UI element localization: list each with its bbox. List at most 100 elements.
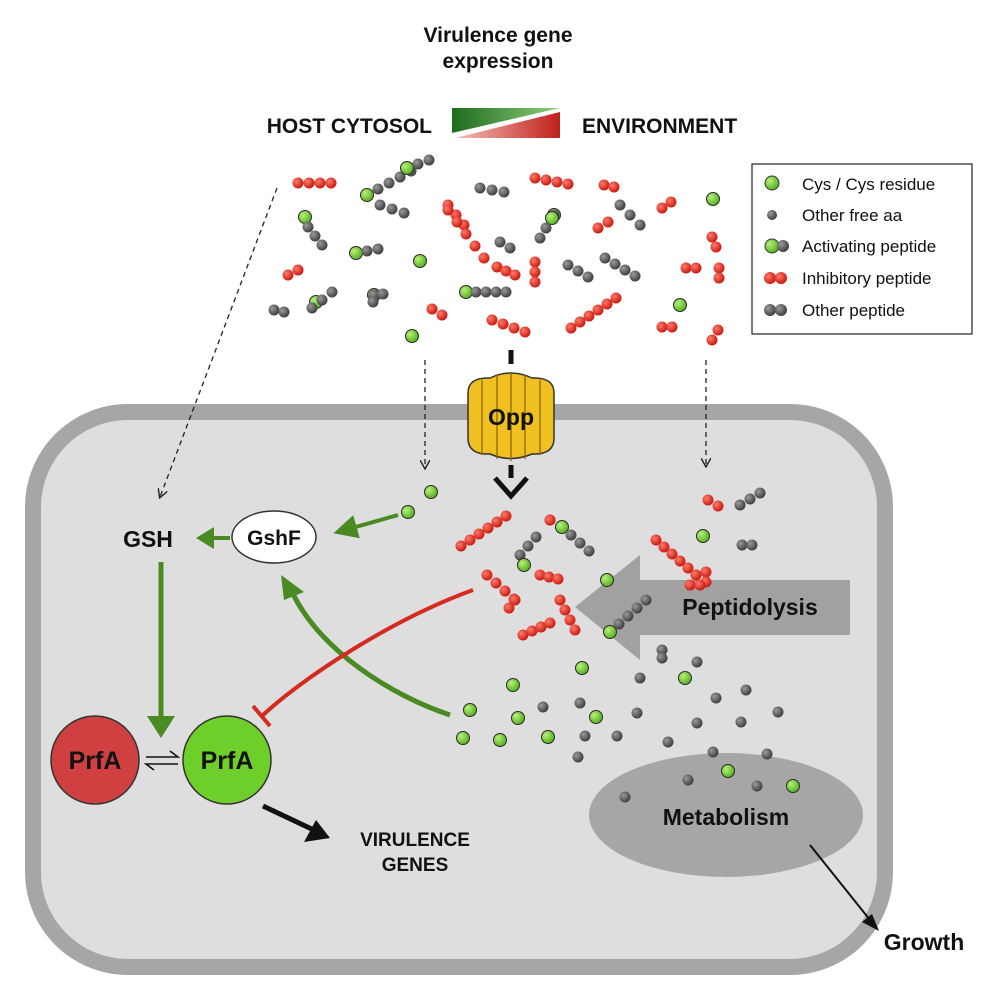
title-line1: Virulence gene: [423, 24, 572, 47]
inhibitory-residue: [565, 322, 577, 334]
inhibitory-residue: [592, 222, 604, 234]
other-residue: [383, 177, 395, 189]
cys-molecule: [545, 211, 559, 225]
other-residue: [619, 264, 631, 276]
inhibitory-residue: [610, 292, 622, 304]
inhibitory-residue: [706, 334, 718, 346]
other-residue: [740, 684, 752, 696]
gradient-red-wedge: [455, 112, 560, 138]
inhibitory-residue: [508, 322, 520, 334]
inhibitory-residue: [680, 262, 692, 274]
inhibitory-residue: [602, 216, 614, 228]
cys-molecule: [511, 711, 525, 725]
other-residue: [754, 487, 766, 499]
inhibitory-residue: [490, 577, 502, 589]
other-residue: [498, 186, 510, 198]
other-residue: [609, 258, 621, 270]
cys-molecule: [603, 625, 617, 639]
growth-label: Growth: [884, 929, 965, 955]
virulence-genes-line2: GENES: [382, 855, 449, 876]
inhibitory-residue: [598, 179, 610, 191]
inhibitory-residue: [473, 528, 485, 540]
inhibitory-residue: [682, 562, 694, 574]
other-residue: [302, 221, 314, 233]
inhibitory-residue: [529, 276, 541, 288]
inhibitory-residue: [706, 231, 718, 243]
gshf-enzyme: [231, 510, 317, 564]
cys-molecule: [463, 703, 477, 717]
inhibitory-residue: [656, 321, 668, 333]
cys-molecule: [678, 671, 692, 685]
inhibitory-residue: [526, 625, 538, 637]
cys-molecule: [456, 731, 470, 745]
cys-molecule: [405, 329, 419, 343]
legend-label: Activating peptide: [802, 237, 936, 256]
other-residue: [735, 716, 747, 728]
arrowhead-prfa: [147, 716, 175, 738]
inhibitory-residue: [574, 316, 586, 328]
gray-peptide-icon: [764, 304, 787, 316]
arrowhead-gsh: [196, 527, 214, 549]
prfa-active-label: PrfA: [201, 747, 254, 775]
arrowhead-growth: [862, 914, 879, 931]
inhibitory-residue: [460, 228, 472, 240]
inhibitory-residue: [666, 548, 678, 560]
other-residue: [734, 499, 746, 511]
inhibitory-residue: [517, 629, 529, 641]
other-residue: [565, 529, 577, 541]
other-residue: [691, 717, 703, 729]
other-residue: [534, 232, 546, 244]
other-residue: [611, 730, 623, 742]
other-residue: [316, 239, 328, 251]
cys-molecule: [360, 188, 374, 202]
other-residue: [572, 751, 584, 763]
opp-import-arrowhead: [493, 476, 529, 500]
cys-molecule: [589, 710, 603, 724]
other-residue: [744, 493, 756, 505]
cys-molecule: [575, 661, 589, 675]
cys-molecule: [401, 505, 415, 519]
inhibitory-residue: [529, 172, 541, 184]
other-residue: [486, 184, 498, 196]
dashed-arrow-to-gsh: [160, 187, 278, 497]
inhibitory-residue: [564, 614, 576, 626]
inhibitory-residue: [303, 177, 315, 189]
inhibitory-residue: [509, 594, 521, 606]
cys-molecule: [298, 210, 312, 224]
inhibitory-residue: [700, 566, 712, 578]
cys-molecule: [786, 779, 800, 793]
other-residue: [530, 531, 542, 543]
other-residue: [514, 549, 526, 561]
inhibitory-residue: [608, 181, 620, 193]
other-residue: [624, 209, 636, 221]
other-residue: [309, 230, 321, 242]
other-residue: [599, 252, 611, 264]
gshf-label: GshF: [247, 527, 301, 550]
peptidolysis-label: Peptidolysis: [682, 594, 817, 620]
legend: Cys / Cys residue Other free aa Activati…: [751, 163, 973, 335]
cys-molecule: [424, 485, 438, 499]
inhibitory-residue: [559, 604, 571, 616]
inhibitory-residue: [478, 252, 490, 264]
red-peptide-icon: [764, 272, 787, 284]
inhibitory-residue: [534, 569, 546, 581]
inhibitory-residue: [684, 579, 696, 591]
inhibitory-residue: [702, 494, 714, 506]
inhibitory-residue: [529, 266, 541, 278]
equilibrium-back: [143, 763, 178, 771]
legend-label: Cys / Cys residue: [802, 175, 935, 194]
inhibitory-residue: [469, 240, 481, 252]
inhibitory-residue: [666, 321, 678, 333]
cys-molecule: [673, 298, 687, 312]
other-residue: [736, 539, 748, 551]
inhibitory-residue: [292, 177, 304, 189]
inhibitory-residue: [535, 621, 547, 633]
inhibitory-residue: [455, 540, 467, 552]
inhibitory-residue: [500, 510, 512, 522]
other-residue: [622, 610, 634, 622]
virulence-genes-line1: VIRULENCE: [360, 830, 470, 851]
other-residue: [629, 270, 641, 282]
inhibitory-residue: [551, 176, 563, 188]
inhibitory-residue: [491, 516, 503, 528]
